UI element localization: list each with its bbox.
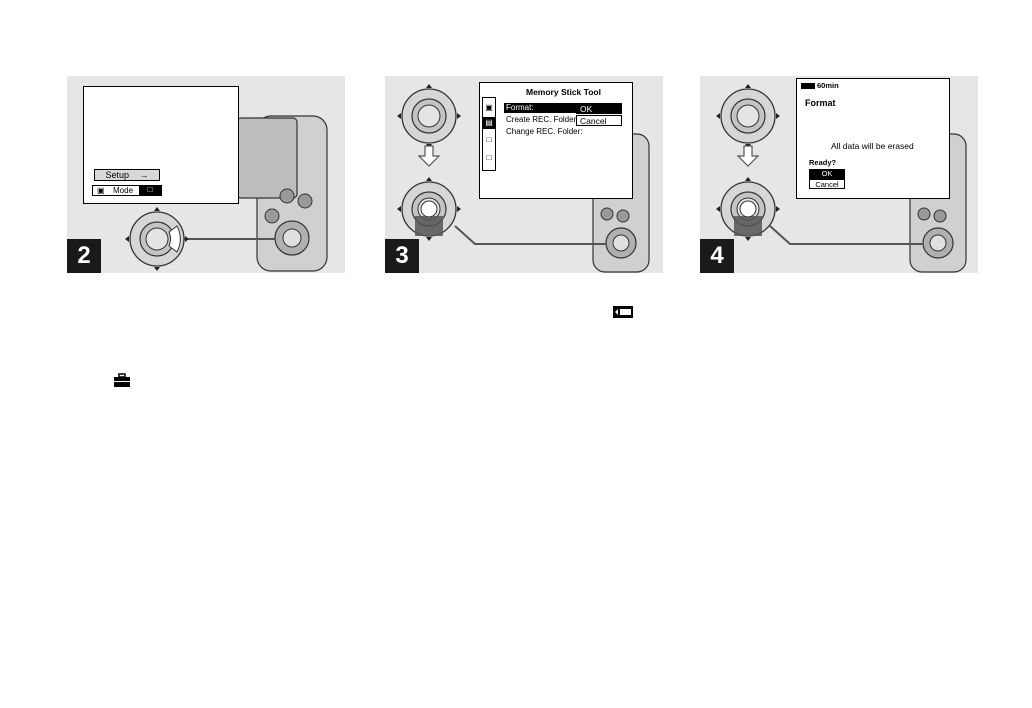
ready-prompt: Ready? bbox=[809, 158, 837, 167]
lcd-screen: Memory Stick Tool ▣ ▤ □ □ Format: Create… bbox=[479, 82, 633, 199]
step-4-illustration: 60min Format All data will be erased Rea… bbox=[700, 76, 978, 273]
menu-item-format[interactable]: Format: bbox=[504, 103, 576, 113]
step-number: 2 bbox=[67, 239, 101, 273]
warning-message: All data will be erased bbox=[831, 141, 914, 151]
toolbox-icon: □ bbox=[139, 185, 161, 196]
control-button-illustration bbox=[125, 207, 189, 271]
step-number: 4 bbox=[700, 239, 734, 273]
control-button-pressed-illustration bbox=[716, 177, 780, 241]
mode-label: Mode bbox=[113, 186, 134, 195]
mode-bar: ▣ Mode □ bbox=[92, 185, 162, 196]
control-button-pressed-illustration bbox=[397, 177, 461, 241]
step-2-illustration: Setup → ▣ Mode □ 2 bbox=[67, 76, 345, 273]
screen-title: Format bbox=[805, 98, 836, 108]
toolbox-icon: □ bbox=[486, 135, 492, 144]
toolbox-2-icon: □ bbox=[486, 153, 492, 162]
option-ok[interactable]: OK bbox=[576, 103, 622, 114]
camera-illustration bbox=[125, 115, 328, 272]
toolbox-icon-glyph bbox=[114, 373, 130, 387]
control-button-illustration bbox=[716, 84, 780, 148]
battery-icon bbox=[801, 83, 815, 89]
option-cancel[interactable]: Cancel bbox=[809, 179, 845, 189]
menu-item-change-folder[interactable]: Change REC. Folder: bbox=[506, 127, 583, 136]
battery-remaining: 60min bbox=[817, 81, 839, 90]
camera-icon: ▣ bbox=[97, 186, 105, 195]
step-3-illustration: Memory Stick Tool ▣ ▤ □ □ Format: Create… bbox=[385, 76, 663, 273]
camera-icon: ▣ bbox=[485, 103, 493, 112]
setup-label: Setup bbox=[105, 170, 129, 180]
menu-item-create-folder[interactable]: Create REC. Folder: bbox=[506, 115, 579, 124]
toolbox-icon bbox=[113, 373, 131, 391]
menu-title: Memory Stick Tool bbox=[526, 87, 601, 97]
control-button-illustration bbox=[397, 84, 461, 148]
menu-list: Format: Create REC. Folder: Change REC. … bbox=[504, 103, 584, 143]
lcd-screen: Setup → ▣ Mode □ bbox=[83, 86, 239, 204]
option-ok[interactable]: OK bbox=[809, 169, 845, 179]
lcd-screen: 60min Format All data will be erased Rea… bbox=[796, 78, 950, 199]
memory-stick-icon bbox=[612, 305, 634, 322]
option-cancel[interactable]: Cancel bbox=[576, 115, 622, 126]
setup-menu-item[interactable]: Setup → bbox=[94, 169, 160, 181]
memory-stick-icon: ▤ bbox=[483, 117, 495, 129]
side-icon-bar: ▣ ▤ □ □ bbox=[482, 97, 496, 171]
memory-stick-icon-glyph bbox=[613, 306, 633, 318]
arrow-right-icon: → bbox=[139, 170, 149, 180]
step-number: 3 bbox=[385, 239, 419, 273]
